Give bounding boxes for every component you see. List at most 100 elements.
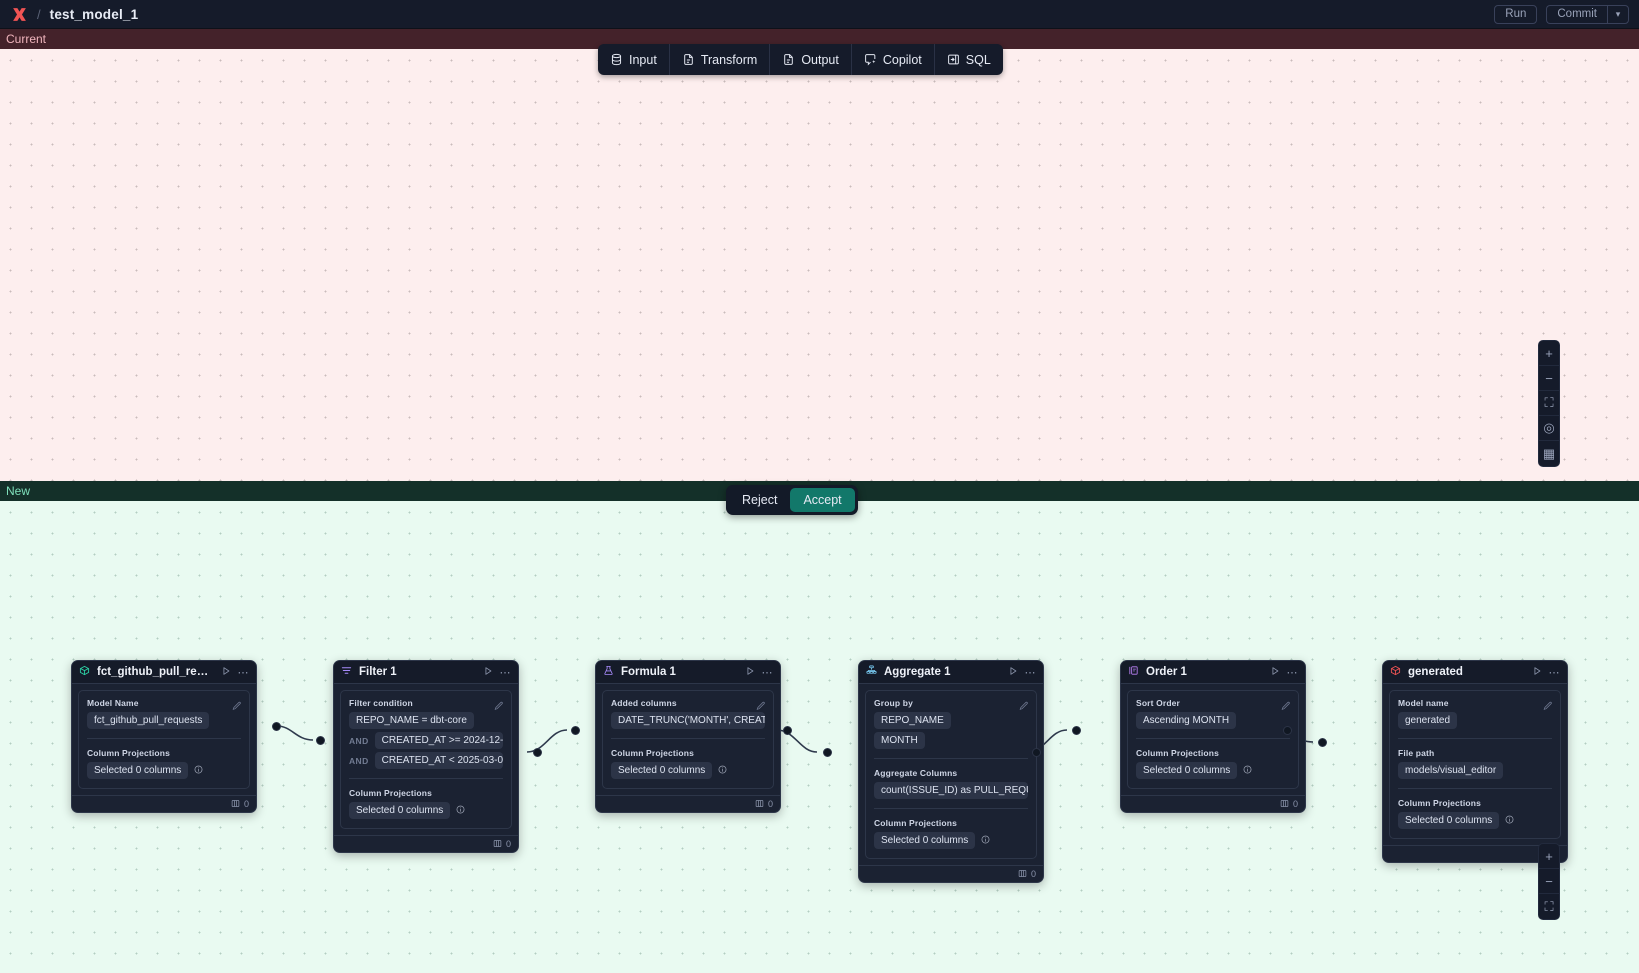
chip-value[interactable]: REPO_NAME	[874, 712, 951, 729]
tab-copilot[interactable]: Copilot	[852, 44, 935, 75]
node-header[interactable]: Formula 1 ⋯	[596, 661, 780, 684]
chevron-down-icon[interactable]: ▾	[1607, 4, 1629, 24]
info-icon[interactable]	[981, 835, 990, 846]
play-icon[interactable]	[745, 666, 755, 678]
info-icon[interactable]	[718, 765, 727, 776]
zoom-out-button[interactable]: −	[1539, 869, 1559, 894]
node-footer: 0	[72, 795, 256, 812]
accept-button[interactable]: Accept	[790, 488, 855, 512]
node-port[interactable]	[1318, 738, 1327, 747]
play-icon[interactable]	[1532, 666, 1542, 678]
node-title: Order 1	[1146, 666, 1187, 678]
value-row: Selected 0 columns	[87, 762, 241, 779]
node-source[interactable]: fct_github_pull_requests ⋯ Model Namefct…	[71, 660, 257, 813]
node-port[interactable]	[571, 726, 580, 735]
play-icon[interactable]	[221, 666, 231, 678]
pencil-icon[interactable]	[232, 698, 242, 716]
chip-value[interactable]: CREATED_AT >= 2024-12-01	[374, 732, 503, 749]
play-icon[interactable]	[1270, 666, 1280, 678]
run-button[interactable]: Run	[1494, 4, 1538, 24]
chip-value[interactable]: generated	[1398, 712, 1458, 729]
value-row: Selected 0 columns	[1136, 762, 1290, 779]
chip-value[interactable]: Selected 0 columns	[611, 762, 713, 779]
zoom-out-button[interactable]: −	[1539, 366, 1559, 391]
info-icon[interactable]	[194, 765, 203, 776]
chip-value[interactable]: Selected 0 columns	[349, 802, 451, 819]
zoom-in-button[interactable]: +	[1539, 844, 1559, 869]
pencil-icon[interactable]	[1543, 698, 1553, 716]
cube-icon	[79, 663, 90, 681]
sql-panel-icon	[947, 53, 960, 66]
node-header[interactable]: generated ⋯	[1383, 661, 1567, 684]
commit-button[interactable]: Commit	[1546, 4, 1607, 24]
lock-view-button[interactable]: ◎	[1539, 416, 1559, 441]
zoom-controls-new: + − ⛶	[1538, 843, 1560, 920]
chip-value[interactable]: Ascending MONTH	[1136, 712, 1237, 729]
info-icon[interactable]	[1243, 765, 1252, 776]
node-header[interactable]: Order 1 ⋯	[1121, 661, 1305, 684]
play-icon[interactable]	[1008, 666, 1018, 678]
value-row: fct_github_pull_requests	[87, 712, 241, 729]
ellipsis-icon[interactable]: ⋯	[1024, 666, 1036, 679]
play-icon[interactable]	[483, 666, 493, 678]
chip-value[interactable]: Selected 0 columns	[1136, 762, 1238, 779]
chip-value[interactable]: MONTH	[874, 732, 925, 749]
node-title: fct_github_pull_requests	[97, 666, 214, 678]
node-port[interactable]	[533, 748, 542, 757]
node-port[interactable]	[1072, 726, 1081, 735]
chip-value[interactable]: Selected 0 columns	[87, 762, 189, 779]
value-row: generated	[1398, 712, 1552, 729]
node-header[interactable]: fct_github_pull_requests ⋯	[72, 661, 256, 684]
columns-icon	[231, 799, 240, 810]
node-port[interactable]	[316, 736, 325, 745]
tab-output[interactable]: Output	[770, 44, 852, 75]
node-header[interactable]: Filter 1 ⋯	[334, 661, 518, 684]
tab-sql[interactable]: SQL	[935, 44, 1003, 75]
ellipsis-icon[interactable]: ⋯	[1286, 666, 1298, 679]
reject-button[interactable]: Reject	[742, 493, 778, 507]
zoom-in-button[interactable]: +	[1539, 341, 1559, 366]
chip-value[interactable]: fct_github_pull_requests	[87, 712, 210, 729]
pencil-icon[interactable]	[1019, 698, 1029, 716]
pencil-icon[interactable]	[756, 698, 766, 716]
tab-input[interactable]: Input	[598, 44, 670, 75]
toggle-grid-button[interactable]: ▦	[1542, 445, 1556, 461]
copilot-sparkle-icon	[864, 53, 877, 66]
node-header[interactable]: Aggregate 1 ⋯	[859, 661, 1043, 684]
tab-sql-label: SQL	[965, 52, 991, 67]
canvas-pane-current[interactable]: Current	[0, 29, 1639, 481]
node-port[interactable]	[272, 722, 281, 731]
section-label: Column Projections	[1136, 748, 1219, 758]
ellipsis-icon[interactable]: ⋯	[237, 666, 249, 679]
chip-value[interactable]: Selected 0 columns	[1398, 812, 1500, 829]
fit-view-button[interactable]: ⛶	[1539, 391, 1559, 416]
pencil-icon[interactable]	[494, 698, 504, 716]
info-icon[interactable]	[1505, 815, 1514, 826]
ellipsis-icon[interactable]: ⋯	[761, 666, 773, 679]
ellipsis-icon[interactable]: ⋯	[499, 666, 511, 679]
condition-row: AND CREATED_AT >= 2024-12-01	[349, 732, 503, 749]
info-icon[interactable]	[456, 805, 465, 816]
chip-value[interactable]: DATE_TRUNC('MONTH', CREATED_AT…	[611, 712, 765, 729]
node-port[interactable]	[1283, 726, 1292, 735]
app-logo-icon[interactable]	[10, 5, 28, 23]
node-title: Filter 1	[359, 666, 397, 678]
chip-value[interactable]: count(ISSUE_ID) as PULL_REQUEST_…	[874, 782, 1028, 799]
fit-view-button[interactable]: ⛶	[1544, 898, 1554, 914]
chip-value[interactable]: Selected 0 columns	[874, 832, 976, 849]
node-port[interactable]	[823, 748, 832, 757]
tab-transform[interactable]: Transform	[670, 44, 771, 75]
ellipsis-icon[interactable]: ⋯	[1548, 666, 1560, 679]
node-port[interactable]	[1032, 748, 1041, 757]
pencil-icon[interactable]	[1281, 698, 1291, 716]
section-label: Column Projections	[611, 748, 694, 758]
node-port[interactable]	[783, 726, 792, 735]
chip-value[interactable]: REPO_NAME = dbt-core	[349, 712, 474, 729]
chip-value[interactable]: models/visual_editor	[1398, 762, 1504, 779]
chip-value[interactable]: CREATED_AT < 2025-03-01	[374, 752, 503, 769]
